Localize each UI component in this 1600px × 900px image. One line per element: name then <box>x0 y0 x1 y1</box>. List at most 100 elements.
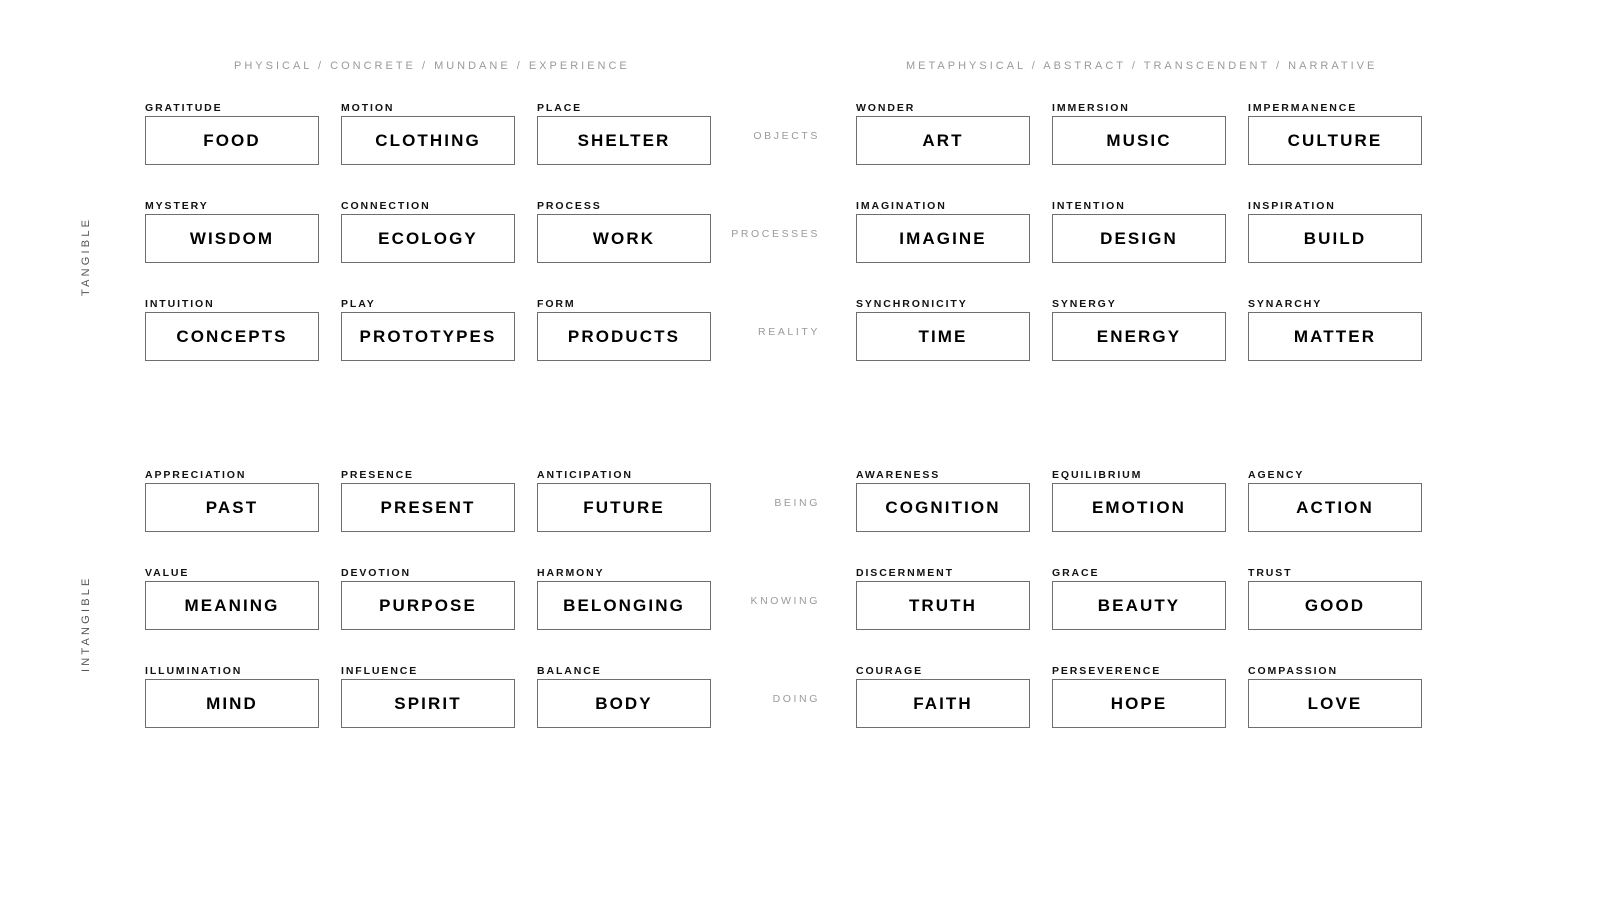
matrix-cell[interactable]: AWARENESS COGNITION <box>856 467 1030 532</box>
matrix-cell[interactable]: AGENCY ACTION <box>1248 467 1422 532</box>
cell-label: CONNECTION <box>341 200 431 212</box>
cell-value: PURPOSE <box>379 595 477 615</box>
cell-box[interactable]: HOPE <box>1052 679 1226 728</box>
cell-value: BEAUTY <box>1097 595 1181 615</box>
cell-label: INSPIRATION <box>1248 200 1336 212</box>
matrix-cell[interactable]: PLAY PROTOTYPES <box>341 296 515 361</box>
cell-label: PERSEVERENCE <box>1052 665 1162 677</box>
matrix-cell[interactable]: INTENTION DESIGN <box>1052 198 1226 263</box>
cell-value: CONCEPTS <box>176 326 288 346</box>
cell-box[interactable]: MEANING <box>145 581 319 630</box>
cell-box[interactable]: PRODUCTS <box>537 312 711 361</box>
matrix-cell[interactable]: INFLUENCE SPIRIT <box>341 663 515 728</box>
cell-box[interactable]: PRESENT <box>341 483 515 532</box>
matrix-cell[interactable]: ANTICIPATION FUTURE <box>537 467 711 532</box>
row-label-objects: OBJECTS <box>753 130 820 142</box>
matrix-cell[interactable]: MYSTERY WISDOM <box>145 198 319 263</box>
matrix-cell[interactable]: HARMONY BELONGING <box>537 565 711 630</box>
cell-box[interactable]: CULTURE <box>1248 116 1422 165</box>
matrix-cell[interactable]: PLACE SHELTER <box>537 100 711 165</box>
matrix-cell[interactable]: FORM PRODUCTS <box>537 296 711 361</box>
cell-label: DEVOTION <box>341 567 412 579</box>
matrix-cell[interactable]: COMPASSION LOVE <box>1248 663 1422 728</box>
cell-label: INFLUENCE <box>341 665 419 677</box>
cell-box[interactable]: BODY <box>537 679 711 728</box>
matrix-cell[interactable]: INTUITION CONCEPTS <box>145 296 319 361</box>
cell-box[interactable]: BELONGING <box>537 581 711 630</box>
matrix-cell[interactable]: IMAGINATION IMAGINE <box>856 198 1030 263</box>
cell-box[interactable]: ENERGY <box>1052 312 1226 361</box>
cell-box[interactable]: FOOD <box>145 116 319 165</box>
cell-label: ILLUMINATION <box>145 665 243 677</box>
matrix-cell[interactable]: SYNCHRONICITY TIME <box>856 296 1030 361</box>
cell-label: IMMERSION <box>1052 102 1130 114</box>
matrix-cell[interactable]: TRUST GOOD <box>1248 565 1422 630</box>
cell-box[interactable]: TIME <box>856 312 1030 361</box>
cell-box[interactable]: IMAGINE <box>856 214 1030 263</box>
matrix-cell[interactable]: PERSEVERENCE HOPE <box>1052 663 1226 728</box>
matrix-cell[interactable]: PRESENCE PRESENT <box>341 467 515 532</box>
cell-box[interactable]: WISDOM <box>145 214 319 263</box>
matrix-cell[interactable]: IMPERMANENCE CULTURE <box>1248 100 1422 165</box>
row-label-being: BEING <box>774 497 820 509</box>
matrix-cell[interactable]: VALUE MEANING <box>145 565 319 630</box>
cell-box[interactable]: EMOTION <box>1052 483 1226 532</box>
cell-label: PLACE <box>537 102 583 114</box>
cell-value: SPIRIT <box>394 693 462 713</box>
column-header-physical: PHYSICAL / CONCRETE / MUNDANE / EXPERIEN… <box>234 60 630 72</box>
cell-box[interactable]: ECOLOGY <box>341 214 515 263</box>
row-label-doing: DOING <box>772 693 820 705</box>
cell-box[interactable]: ACTION <box>1248 483 1422 532</box>
matrix-cell[interactable]: WONDER ART <box>856 100 1030 165</box>
cell-box[interactable]: LOVE <box>1248 679 1422 728</box>
cell-label: HARMONY <box>537 567 605 579</box>
cell-box[interactable]: COGNITION <box>856 483 1030 532</box>
cell-label: MYSTERY <box>145 200 209 212</box>
cell-box[interactable]: SPIRIT <box>341 679 515 728</box>
cell-box[interactable]: PAST <box>145 483 319 532</box>
cell-box[interactable]: GOOD <box>1248 581 1422 630</box>
cell-box[interactable]: BEAUTY <box>1052 581 1226 630</box>
matrix-cell[interactable]: GRATITUDE FOOD <box>145 100 319 165</box>
cell-value: CULTURE <box>1287 130 1383 150</box>
matrix-cell[interactable]: SYNERGY ENERGY <box>1052 296 1226 361</box>
matrix-cell[interactable]: ILLUMINATION MIND <box>145 663 319 728</box>
cell-value: COGNITION <box>885 497 1001 517</box>
cell-box[interactable]: MUSIC <box>1052 116 1226 165</box>
matrix-cell[interactable]: APPRECIATION PAST <box>145 467 319 532</box>
cell-value: PRESENT <box>380 497 476 517</box>
cell-box[interactable]: SHELTER <box>537 116 711 165</box>
matrix-cell[interactable]: IMMERSION MUSIC <box>1052 100 1226 165</box>
matrix-cell[interactable]: PROCESS WORK <box>537 198 711 263</box>
cell-box[interactable]: FAITH <box>856 679 1030 728</box>
matrix-cell[interactable]: DISCERNMENT TRUTH <box>856 565 1030 630</box>
cell-box[interactable]: ART <box>856 116 1030 165</box>
cell-value: TIME <box>918 326 968 346</box>
matrix-cell[interactable]: CONNECTION ECOLOGY <box>341 198 515 263</box>
cell-box[interactable]: DESIGN <box>1052 214 1226 263</box>
cell-value: WORK <box>592 228 656 248</box>
cell-box[interactable]: MATTER <box>1248 312 1422 361</box>
cell-box[interactable]: PURPOSE <box>341 581 515 630</box>
cell-box[interactable]: MIND <box>145 679 319 728</box>
matrix-cell[interactable]: DEVOTION PURPOSE <box>341 565 515 630</box>
cell-box[interactable]: PROTOTYPES <box>341 312 515 361</box>
matrix-cell[interactable]: SYNARCHY MATTER <box>1248 296 1422 361</box>
cell-label: INTENTION <box>1052 200 1126 212</box>
cell-label: FORM <box>537 298 576 310</box>
matrix-cell[interactable]: MOTION CLOTHING <box>341 100 515 165</box>
matrix-cell[interactable]: EQUILIBRIUM EMOTION <box>1052 467 1226 532</box>
cell-box[interactable]: WORK <box>537 214 711 263</box>
matrix-cell[interactable]: COURAGE FAITH <box>856 663 1030 728</box>
cell-box[interactable]: CONCEPTS <box>145 312 319 361</box>
cell-label: SYNARCHY <box>1248 298 1323 310</box>
cell-box[interactable]: CLOTHING <box>341 116 515 165</box>
matrix-cell[interactable]: GRACE BEAUTY <box>1052 565 1226 630</box>
cell-box[interactable]: FUTURE <box>537 483 711 532</box>
cell-box[interactable]: BUILD <box>1248 214 1422 263</box>
cell-box[interactable]: TRUTH <box>856 581 1030 630</box>
matrix-cell[interactable]: BALANCE BODY <box>537 663 711 728</box>
cell-label: INTUITION <box>145 298 215 310</box>
cell-value: BUILD <box>1303 228 1367 248</box>
matrix-cell[interactable]: INSPIRATION BUILD <box>1248 198 1422 263</box>
